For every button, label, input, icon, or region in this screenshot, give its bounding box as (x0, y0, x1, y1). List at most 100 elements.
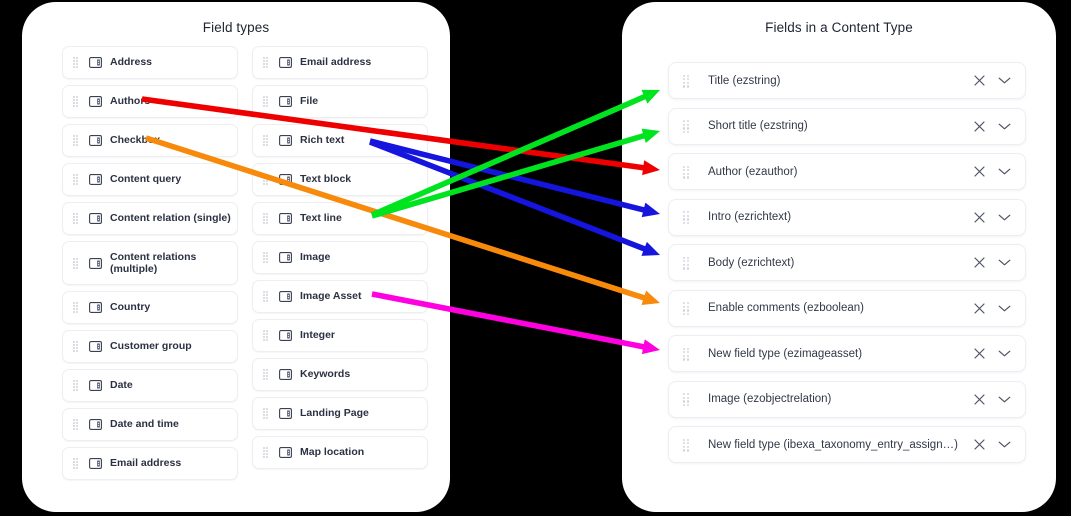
content-type-field-row[interactable]: Short title (ezstring) (668, 107, 1026, 145)
drag-handle-icon[interactable] (73, 135, 80, 146)
drag-handle-icon[interactable] (73, 174, 80, 185)
drag-handle-icon[interactable] (263, 330, 270, 341)
field-type-item[interactable]: Rich text (252, 124, 428, 157)
field-type-item[interactable]: Content relation (single) (62, 202, 238, 235)
chevron-down-icon[interactable] (993, 161, 1015, 183)
field-type-label: Date (110, 379, 133, 392)
close-icon[interactable] (968, 252, 990, 274)
drag-handle-icon[interactable] (73, 341, 80, 352)
field-type-item[interactable]: File (252, 85, 428, 118)
field-type-item[interactable]: Image (252, 241, 428, 274)
field-type-item[interactable]: Country (62, 291, 238, 324)
drag-handle-icon[interactable] (73, 302, 80, 313)
drag-handle-icon[interactable] (263, 57, 270, 68)
content-type-field-label: Title (ezstring) (708, 74, 781, 87)
field-type-icon (89, 257, 102, 269)
field-type-icon (279, 135, 292, 146)
field-type-item[interactable]: Address (62, 46, 238, 79)
drag-handle-icon[interactable] (263, 369, 270, 380)
drag-handle-icon[interactable] (73, 96, 80, 107)
drag-handle-icon[interactable] (73, 257, 80, 269)
drag-handle-icon[interactable] (683, 120, 691, 134)
drag-handle-icon[interactable] (263, 291, 270, 302)
close-icon[interactable] (968, 343, 990, 365)
content-type-field-label: Short title (ezstring) (708, 120, 808, 132)
close-icon[interactable] (968, 161, 990, 183)
field-type-label: Text block (300, 173, 352, 186)
field-type-item[interactable]: Authors (62, 85, 238, 118)
drag-handle-icon[interactable] (683, 211, 691, 225)
field-type-item[interactable]: Email address (252, 46, 428, 79)
drag-handle-icon[interactable] (683, 165, 691, 179)
field-type-item[interactable]: Email address (62, 447, 238, 480)
field-type-icon (89, 96, 102, 107)
field-type-item[interactable]: Image Asset (252, 280, 428, 313)
chevron-down-icon[interactable] (993, 343, 1015, 365)
field-type-item[interactable]: Landing Page (252, 397, 428, 430)
field-type-item[interactable]: Date and time (62, 408, 238, 441)
field-type-item[interactable]: Content query (62, 163, 238, 196)
drag-handle-icon[interactable] (73, 57, 80, 68)
content-type-field-row[interactable]: Body (ezrichtext) (668, 244, 1026, 281)
chevron-down-icon[interactable] (993, 70, 1015, 92)
content-type-field-row[interactable]: New field type (ezimageasset) (668, 335, 1026, 372)
chevron-down-icon[interactable] (993, 434, 1015, 456)
field-type-label: Checkbox (110, 134, 161, 147)
drag-handle-icon[interactable] (73, 419, 80, 430)
close-icon[interactable] (968, 206, 990, 228)
drag-handle-icon[interactable] (263, 447, 270, 458)
drag-handle-icon[interactable] (73, 458, 80, 469)
chevron-down-icon[interactable] (993, 115, 1015, 137)
close-icon[interactable] (968, 297, 990, 319)
field-type-label: Authors (110, 95, 151, 108)
field-type-label: Keywords (300, 368, 351, 381)
chevron-down-icon[interactable] (993, 252, 1015, 274)
chevron-down-icon[interactable] (993, 388, 1015, 410)
field-type-label: Image (300, 251, 331, 264)
field-type-item[interactable]: Content relations (multiple) (62, 241, 238, 285)
content-type-field-row[interactable]: New field type (ibexa_taxonomy_entry_ass… (668, 426, 1026, 463)
drag-handle-icon[interactable] (683, 347, 691, 361)
drag-handle-icon[interactable] (263, 408, 270, 419)
close-icon[interactable] (968, 115, 990, 137)
chevron-down-icon[interactable] (993, 297, 1015, 319)
content-type-field-label: Body (ezrichtext) (708, 256, 795, 269)
drag-handle-icon[interactable] (263, 135, 270, 146)
drag-handle-icon[interactable] (263, 96, 270, 107)
drag-handle-icon[interactable] (263, 213, 270, 224)
drag-handle-icon[interactable] (683, 302, 691, 316)
field-type-item[interactable]: Date (62, 369, 238, 402)
field-type-item[interactable]: Keywords (252, 358, 428, 391)
content-type-field-actions (968, 252, 1015, 274)
drag-handle-icon[interactable] (263, 252, 270, 263)
content-type-field-row[interactable]: Author (ezauthor) (668, 153, 1026, 190)
content-type-field-actions (968, 206, 1015, 228)
field-type-icon (279, 57, 292, 68)
content-type-field-row[interactable]: Image (ezobjectrelation) (668, 380, 1026, 418)
field-type-item[interactable]: Map location (252, 436, 428, 469)
content-type-field-row[interactable]: Intro (ezrichtext) (668, 198, 1026, 236)
close-icon[interactable] (968, 388, 990, 410)
drag-handle-icon[interactable] (683, 438, 691, 452)
drag-handle-icon[interactable] (263, 174, 270, 185)
field-type-icon (279, 174, 292, 185)
field-type-item[interactable]: Customer group (62, 330, 238, 363)
field-type-item[interactable]: Checkbox (62, 124, 238, 157)
field-type-label: Content relations (multiple) (110, 250, 197, 275)
field-type-item[interactable]: Integer (252, 319, 428, 352)
drag-handle-icon[interactable] (683, 74, 691, 88)
drag-handle-icon[interactable] (683, 256, 691, 270)
chevron-down-icon[interactable] (993, 206, 1015, 228)
content-type-field-row[interactable]: Enable comments (ezboolean) (668, 289, 1026, 327)
close-icon[interactable] (968, 70, 990, 92)
field-type-item[interactable]: Text line (252, 202, 428, 235)
field-type-label: Integer (300, 329, 336, 342)
field-type-item[interactable]: Text block (252, 163, 428, 196)
drag-handle-icon[interactable] (683, 393, 691, 407)
content-type-field-row[interactable]: Title (ezstring) (668, 62, 1026, 99)
field-type-icon (89, 380, 102, 391)
content-type-fields-panel: Fields in a Content Type Title (ezstring… (622, 2, 1056, 512)
drag-handle-icon[interactable] (73, 213, 80, 224)
close-icon[interactable] (968, 434, 990, 456)
drag-handle-icon[interactable] (73, 380, 80, 391)
